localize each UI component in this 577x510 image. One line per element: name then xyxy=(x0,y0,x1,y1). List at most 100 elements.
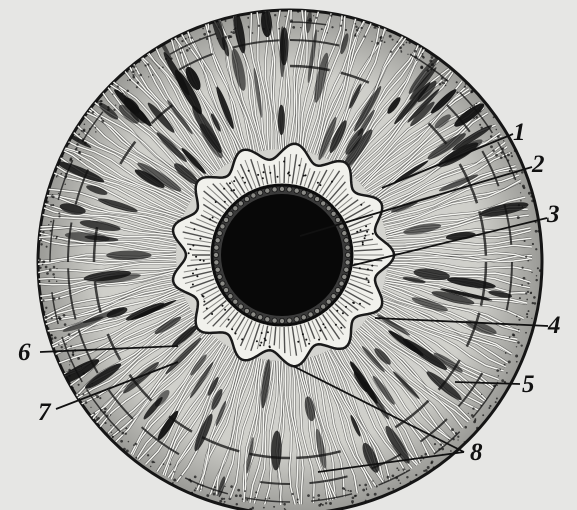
callout-label-4: 4 xyxy=(547,312,561,339)
stipple-dot xyxy=(107,108,110,111)
stipple-dot xyxy=(67,339,68,340)
stipple-dot xyxy=(223,503,224,504)
pupillary-dot xyxy=(261,332,263,334)
ruff-bead xyxy=(215,267,220,272)
stipple-dot xyxy=(51,337,54,340)
stipple-dot xyxy=(398,479,400,481)
pupillary-dot xyxy=(269,172,271,174)
pupillary-dot xyxy=(195,268,197,270)
pupillary-dot xyxy=(364,237,366,239)
stipple-dot xyxy=(201,484,203,486)
stipple-dot xyxy=(321,28,323,30)
ruff-bead xyxy=(326,206,331,211)
pupillary-dot xyxy=(231,328,233,330)
stipple-dot xyxy=(468,413,469,414)
stipple-dot xyxy=(58,215,60,217)
stipple-dot xyxy=(58,297,60,299)
pupillary-dot xyxy=(335,324,337,326)
stipple-dot xyxy=(203,33,206,36)
stipple-dot xyxy=(429,59,432,62)
stipple-dot xyxy=(64,175,67,178)
stipple-dot xyxy=(188,37,189,38)
stipple-dot xyxy=(92,111,95,114)
stipple-dot xyxy=(258,25,260,27)
stipple-dot xyxy=(100,409,102,411)
stipple-dot xyxy=(234,27,236,29)
stipple-dot xyxy=(495,401,497,403)
stipple-dot xyxy=(445,79,447,81)
stipple-dot xyxy=(186,49,189,52)
stipple-dot xyxy=(190,480,192,482)
pupillary-dot xyxy=(215,201,217,203)
stipple-dot xyxy=(189,47,191,49)
stipple-dot xyxy=(420,460,421,461)
pupillary-dot xyxy=(242,177,244,179)
ruff-bead xyxy=(213,252,218,257)
stipple-dot xyxy=(340,25,342,27)
stipple-dot xyxy=(57,175,58,176)
ruff-bead xyxy=(258,315,263,320)
stipple-dot xyxy=(219,500,222,503)
ruff-bead xyxy=(217,231,222,236)
stipple-dot xyxy=(434,443,436,445)
stipple-dot xyxy=(492,150,495,153)
stipple-dot xyxy=(278,28,280,30)
stipple-dot xyxy=(269,497,271,499)
pupillary-dot xyxy=(192,284,194,286)
pupillary-dot xyxy=(366,277,368,279)
stipple-dot xyxy=(292,26,295,29)
stipple-dot xyxy=(92,383,93,384)
stipple-dot xyxy=(162,66,164,68)
stipple-dot xyxy=(479,124,481,126)
stipple-dot xyxy=(481,394,482,395)
ruff-bead xyxy=(315,197,320,202)
stipple-dot xyxy=(384,41,386,43)
stipple-dot xyxy=(52,194,53,195)
stipple-dot xyxy=(521,284,523,286)
stipple-dot xyxy=(96,418,99,421)
stipple-dot xyxy=(53,297,56,300)
stipple-dot xyxy=(517,341,520,344)
stipple-dot xyxy=(42,231,45,234)
pupillary-dot xyxy=(297,341,299,343)
pupillary-dot xyxy=(188,252,190,254)
stipple-dot xyxy=(284,16,286,18)
stipple-dot xyxy=(77,140,78,141)
stipple-dot xyxy=(181,475,182,476)
stipple-dot xyxy=(420,66,423,69)
stipple-dot xyxy=(49,269,52,272)
stipple-dot xyxy=(451,428,454,431)
stipple-dot xyxy=(185,45,186,46)
stipple-dot xyxy=(504,364,506,366)
stipple-dot xyxy=(510,168,511,169)
stipple-dot xyxy=(208,30,210,32)
stipple-dot xyxy=(362,489,365,492)
stipple-dot xyxy=(68,333,71,336)
stipple-dot xyxy=(230,485,233,488)
stipple-dot xyxy=(318,504,321,507)
stipple-dot xyxy=(217,38,218,39)
stipple-dot xyxy=(78,394,80,396)
stipple-dot xyxy=(42,300,44,302)
stipple-dot xyxy=(152,74,154,76)
stipple-dot xyxy=(352,496,355,499)
stipple-dot xyxy=(376,485,378,487)
pupillary-dot xyxy=(229,182,231,184)
ruff-bead xyxy=(331,294,336,299)
stipple-dot xyxy=(345,489,346,490)
ruff-bead xyxy=(214,245,219,250)
stipple-dot xyxy=(519,183,520,184)
pupillary-dot xyxy=(362,241,364,243)
stipple-dot xyxy=(76,143,79,146)
stipple-dot xyxy=(214,486,216,488)
pupillary-dot xyxy=(345,306,347,308)
stipple-dot xyxy=(503,140,504,141)
stipple-dot xyxy=(307,494,310,497)
stipple-dot xyxy=(223,498,225,500)
stipple-dot xyxy=(77,357,80,360)
stipple-dot xyxy=(507,159,509,161)
stipple-dot xyxy=(100,103,103,106)
stipple-dot xyxy=(247,17,249,19)
stipple-dot xyxy=(45,316,48,319)
